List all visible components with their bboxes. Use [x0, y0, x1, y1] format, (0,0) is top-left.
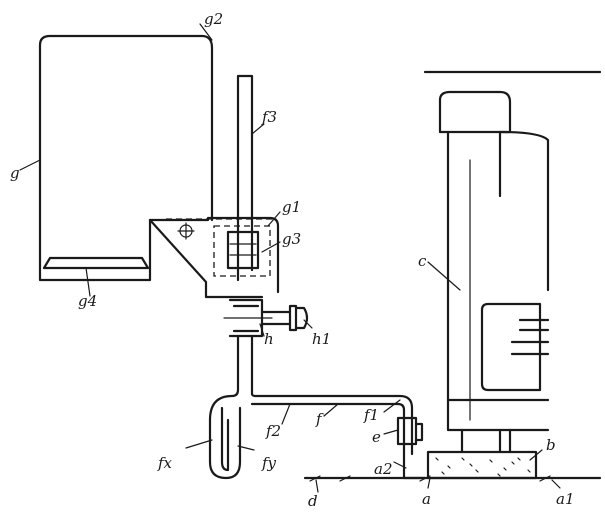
label-g: g — [10, 164, 20, 182]
clamp-h — [223, 298, 309, 338]
machine-c — [423, 70, 602, 454]
label-g1: g1 — [282, 198, 301, 216]
leader-lines — [19, 23, 561, 493]
clamp-block-g3 — [213, 225, 271, 277]
label-f1: f1 — [363, 406, 379, 424]
label-d: d — [308, 492, 318, 510]
label-g3: g3 — [282, 230, 301, 248]
label-fx: fx — [157, 454, 173, 472]
label-c: c — [418, 252, 427, 270]
label-h: h — [264, 330, 274, 348]
pad-b — [426, 450, 538, 480]
label-f3: f3 — [261, 108, 277, 126]
label-h1: h1 — [312, 330, 331, 348]
label-f2: f2 — [265, 422, 281, 440]
label-b: b — [546, 436, 556, 454]
label-a1: a1 — [556, 490, 575, 508]
label-g2: g2 — [204, 10, 223, 28]
element-e — [396, 416, 424, 446]
housing-g — [38, 34, 280, 299]
label-fy: fy — [261, 454, 277, 472]
label-g4: g4 — [78, 292, 97, 310]
labels: g g2 f3 g1 g3 g4 h h1 c f2 f f1 e fx fy … — [10, 10, 575, 510]
label-a: a — [422, 490, 431, 508]
wire-f — [208, 334, 427, 480]
rod-f3 — [236, 74, 254, 282]
label-f: f — [315, 410, 324, 428]
label-e: e — [372, 428, 381, 446]
label-a2: a2 — [374, 460, 393, 478]
